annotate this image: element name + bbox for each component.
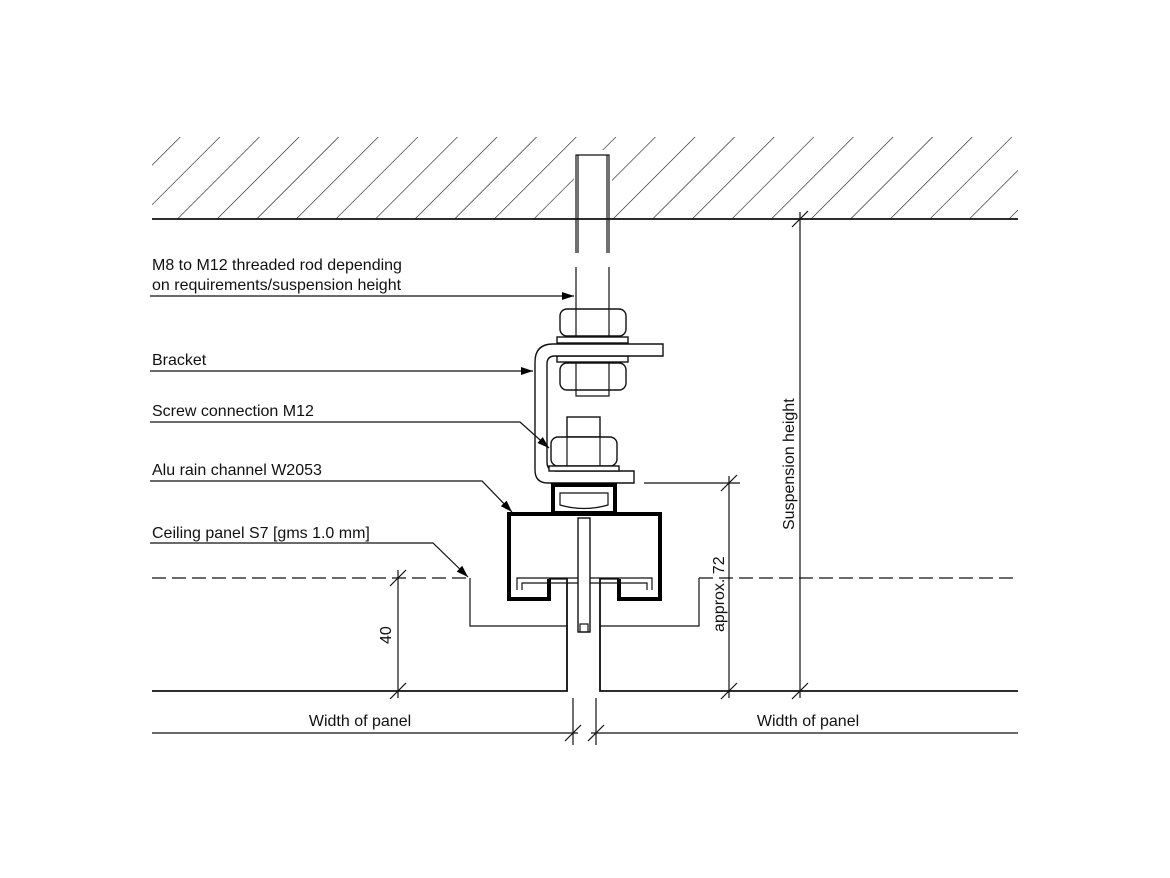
dim-width-left: Width of panel bbox=[309, 713, 411, 730]
label-bracket: Bracket bbox=[152, 352, 207, 369]
dim-panel-depth: 40 bbox=[378, 626, 395, 644]
alu-rain-channel bbox=[507, 512, 662, 633]
leader-lines bbox=[150, 292, 574, 578]
ceiling-panels bbox=[152, 577, 1018, 692]
screw-connection bbox=[548, 416, 620, 515]
label-rain-channel: Alu rain channel W2053 bbox=[152, 462, 322, 479]
label-ceiling-panel: Ceiling panel S7 [gms 1.0 mm] bbox=[152, 525, 370, 542]
dim-suspension-height: Suspension height bbox=[781, 398, 798, 530]
dim-channel-height: approx. 72 bbox=[711, 556, 728, 632]
concrete-ceiling bbox=[152, 137, 1018, 220]
dim-width-right: Width of panel bbox=[757, 713, 859, 730]
label-threaded-rod-2: on requirements/suspension height bbox=[152, 277, 402, 294]
dimension-lines bbox=[152, 210, 1018, 745]
bracket bbox=[534, 343, 664, 484]
upper-nuts bbox=[556, 308, 629, 391]
label-screw-connection: Screw connection M12 bbox=[152, 403, 314, 420]
label-threaded-rod-1: M8 to M12 threaded rod depending bbox=[152, 257, 402, 274]
